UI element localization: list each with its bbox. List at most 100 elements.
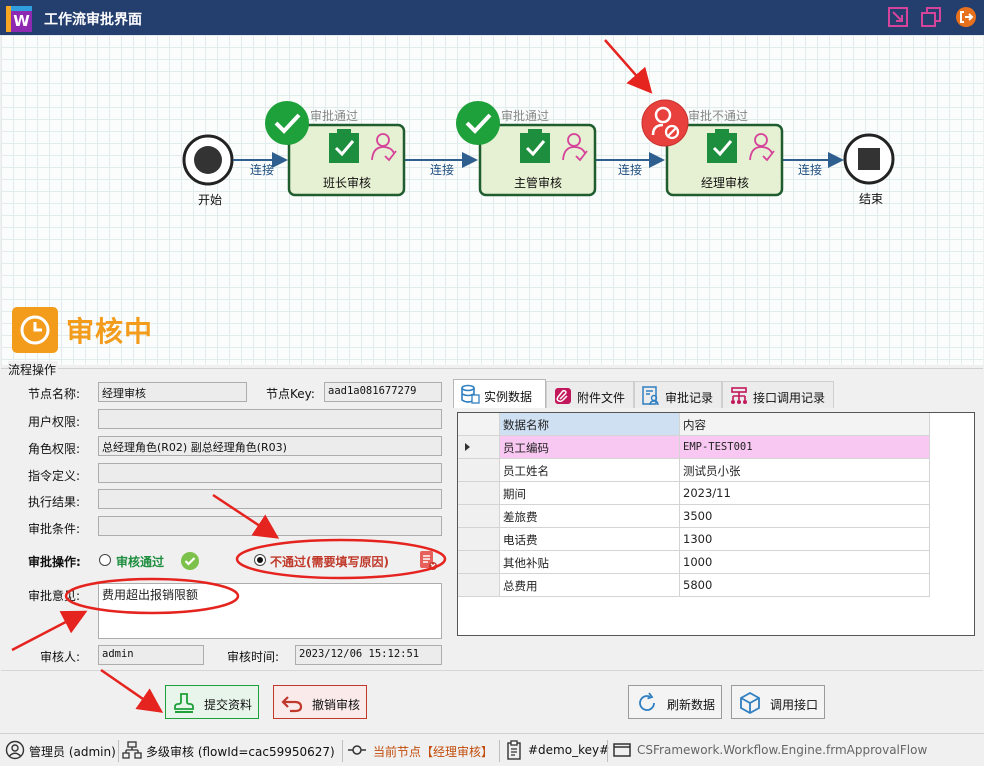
user-perm-field[interactable] (98, 409, 442, 429)
cell-value[interactable]: 2023/11 (680, 482, 930, 505)
end-event[interactable] (843, 133, 895, 185)
cell-value[interactable]: 1000 (680, 551, 930, 574)
status-bar: 管理员 (admin) 多级审核 (flowId=cac59950627) 当前… (0, 733, 984, 766)
revoke-button[interactable]: 撤销审核 (273, 685, 367, 719)
reject-document-icon (420, 551, 437, 570)
row-pointer-icon (465, 443, 470, 451)
approve-radio[interactable] (99, 554, 111, 566)
clipboard-check-icon (707, 129, 737, 163)
tab-label: 审批记录 (665, 391, 714, 405)
row-indicator (458, 574, 500, 597)
badge-check-icon (181, 552, 199, 570)
grid-header-name[interactable]: 数据名称 (500, 413, 680, 436)
row-indicator (458, 482, 500, 505)
approve-cond-label: 审批条件: (28, 522, 81, 536)
tab-attachments[interactable]: 附件文件 (546, 381, 634, 408)
exec-result-label: 执行结果: (28, 495, 81, 509)
flow-node-1[interactable] (287, 123, 406, 197)
clipboard-icon (507, 740, 521, 760)
cell-value[interactable]: 3500 (680, 505, 930, 528)
clock-icon (12, 307, 58, 353)
refresh-icon (639, 692, 655, 711)
minimize-icon[interactable] (887, 6, 909, 28)
approve-cond-field[interactable] (98, 516, 442, 536)
invoke-label: 调用接口 (770, 698, 819, 712)
status-current-node: 当前节点【经理审核】 (373, 745, 494, 759)
user-icon (5, 740, 25, 760)
tab-instance-data[interactable]: 实例数据 (453, 379, 546, 408)
reviewer-field[interactable]: admin (98, 645, 204, 665)
restore-icon[interactable] (920, 6, 942, 28)
review-time-label: 审核时间: (227, 650, 280, 664)
role-perm-field[interactable]: 总经理角色(R02) 副总经理角色(R03) (98, 436, 442, 456)
clipboard-check-icon (520, 129, 550, 163)
cube-icon (740, 691, 760, 715)
reject-option-label[interactable]: 不通过(需要填写原因) (270, 555, 389, 569)
annotation-arrow-opinion (11, 610, 88, 652)
row-indicator (458, 459, 500, 482)
cell-value[interactable]: 5800 (680, 574, 930, 597)
command-field[interactable] (98, 463, 442, 483)
cell-name[interactable]: 员工姓名 (500, 459, 680, 482)
close-icon[interactable] (955, 6, 977, 28)
cell-name[interactable]: 总费用 (500, 574, 680, 597)
exec-result-field[interactable] (98, 489, 442, 509)
status-separator (607, 740, 608, 762)
cell-value[interactable]: EMP-TEST001 (680, 436, 930, 459)
invoke-api-button[interactable]: 调用接口 (731, 685, 825, 719)
node-name-field[interactable]: 经理审核 (98, 382, 247, 402)
network-icon (731, 387, 747, 404)
grid-corner (458, 413, 500, 436)
reject-radio[interactable] (254, 554, 266, 566)
clipboard-check-icon (329, 129, 359, 163)
flow-node-2[interactable] (478, 123, 597, 197)
submit-button[interactable]: 提交资料 (165, 685, 259, 719)
node-2-status: 审批通过 (501, 109, 550, 123)
end-label: 结束 (859, 192, 884, 206)
start-event[interactable] (182, 134, 234, 186)
stamp-icon (174, 693, 194, 713)
opinion-textarea[interactable]: 费用超出报销限额 (98, 583, 442, 639)
cell-name[interactable]: 差旅费 (500, 505, 680, 528)
hierarchy-icon (122, 741, 142, 759)
document-person-icon (642, 386, 659, 406)
window-icon (613, 743, 631, 757)
cell-value[interactable]: 测试员小张 (680, 459, 930, 482)
node-3-reject-icon (641, 99, 689, 147)
edge-label-3: 连接 (618, 163, 643, 177)
user-check-icon (562, 133, 588, 162)
flow-node-3[interactable] (665, 123, 784, 197)
status-user: 管理员 (admin) (29, 745, 116, 759)
approve-option-label[interactable]: 审核通过 (116, 555, 165, 569)
user-check-icon (371, 133, 397, 162)
tab-approval-records[interactable]: 审批记录 (634, 381, 722, 408)
instance-data-grid[interactable]: 数据名称 内容 员工编码 EMP-TEST001 员工姓名 测试员小张 期间 2… (457, 412, 975, 636)
cell-name[interactable]: 电话费 (500, 528, 680, 551)
annotation-arrow-submit (100, 668, 164, 713)
command-label: 指令定义: (28, 469, 81, 483)
user-perm-label: 用户权限: (28, 415, 81, 429)
paperclip-icon (555, 388, 571, 404)
status-banner: 审核中 (66, 315, 154, 348)
edge-label-1: 连接 (250, 163, 275, 177)
action-label: 审批操作: (28, 555, 81, 569)
refresh-button[interactable]: 刷新数据 (628, 685, 722, 719)
review-time-field[interactable]: 2023/12/06 15:12:51 (295, 645, 442, 665)
node-key-field[interactable]: aad1a081677279 (324, 382, 442, 402)
commit-node-icon (348, 745, 366, 755)
status-key: #demo_key# (528, 743, 610, 757)
node-2-name: 主管审核 (514, 176, 563, 190)
row-indicator (458, 436, 500, 459)
cell-value[interactable]: 1300 (680, 528, 930, 551)
node-name-label: 节点名称: (28, 387, 81, 401)
database-icon (461, 384, 480, 404)
tab-api-records[interactable]: 接口调用记录 (722, 381, 834, 408)
group-title: 流程操作 (8, 361, 59, 378)
node-2-pass-icon (456, 101, 500, 145)
user-check-icon (749, 133, 775, 162)
cell-name[interactable]: 其他补贴 (500, 551, 680, 574)
group-border (1, 368, 983, 369)
cell-name[interactable]: 员工编码 (500, 436, 680, 459)
cell-name[interactable]: 期间 (500, 482, 680, 505)
grid-header-value[interactable]: 内容 (680, 413, 930, 436)
